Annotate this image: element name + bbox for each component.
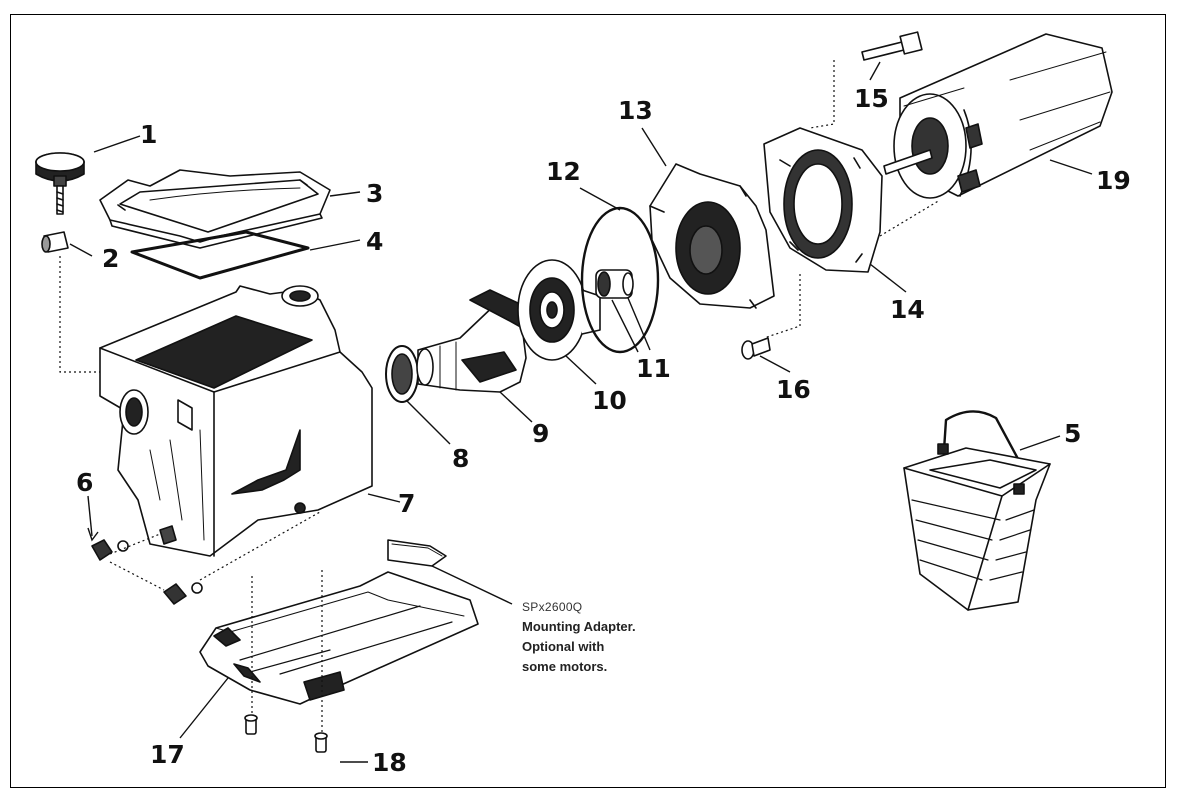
part-strainer-housing [99, 285, 373, 557]
leader-lines [69, 61, 1093, 763]
part-seal-plate [649, 163, 775, 309]
caption-line-3: some motors. [522, 659, 608, 674]
part-drain-plugs [91, 539, 203, 605]
part-impeller [517, 259, 601, 361]
callout-17: 17 [150, 740, 185, 769]
part-knob [35, 152, 85, 215]
part-adapter-screw [741, 337, 771, 360]
caption-part-code: SPx2600Q [522, 600, 583, 614]
part-shaft-seal [595, 269, 634, 299]
part-diffuser-ring [385, 345, 419, 403]
callout-4: 4 [366, 227, 384, 256]
part-adapter-bolt [861, 31, 923, 61]
callout-6: 6 [76, 468, 94, 497]
callout-3: 3 [366, 179, 384, 208]
diagram-frame [10, 14, 1166, 788]
callout-11: 11 [636, 354, 671, 383]
caption-line-1: Mounting Adapter. [522, 619, 636, 634]
callout-1: 1 [140, 120, 158, 149]
caption-line-2: Optional with [522, 639, 605, 654]
callout-13: 13 [618, 96, 653, 125]
part-motor-adapter [763, 127, 883, 273]
part-lid-gasket [130, 230, 310, 280]
callout-18: 18 [372, 748, 407, 777]
callout-16: 16 [776, 375, 811, 404]
callout-8: 8 [452, 444, 470, 473]
callout-14: 14 [890, 295, 925, 324]
part-diffuser [416, 289, 527, 393]
part-seal-plate-ring [580, 206, 660, 354]
part-motor [883, 33, 1113, 199]
callout-7: 7 [398, 489, 416, 518]
part-mounting-base [199, 539, 479, 705]
part-bushing [41, 231, 69, 253]
assembly-guides [59, 60, 941, 734]
callout-2: 2 [102, 244, 120, 273]
callout-5: 5 [1064, 419, 1082, 448]
callout-10: 10 [592, 386, 627, 415]
part-strainer-basket [903, 410, 1051, 611]
callout-19: 19 [1096, 166, 1131, 195]
callout-12: 12 [546, 157, 581, 186]
callout-9: 9 [532, 419, 550, 448]
callout-15: 15 [854, 84, 889, 113]
part-base-screws [244, 714, 328, 753]
part-lid [99, 169, 331, 249]
mounting-adapter-caption: SPx2600Q Mounting Adapter. Optional with… [522, 597, 636, 677]
